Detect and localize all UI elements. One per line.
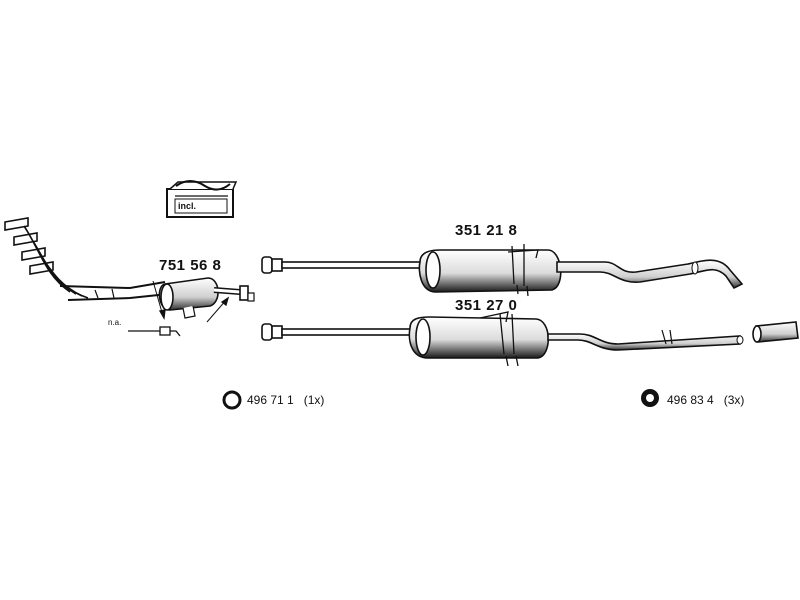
part-number-351270: 351 27 0: [455, 297, 518, 314]
exhaust-manifold: [4, 217, 169, 301]
part-number-351218: 351 21 8: [455, 222, 518, 239]
kit-label: incl.: [178, 201, 197, 211]
legend-qty: (1x): [303, 393, 325, 407]
legend-qty: (3x): [723, 393, 745, 407]
sensor-note: n.a.: [108, 318, 122, 327]
tailpipe-sleeve: [752, 321, 799, 343]
legend-item-rubber-mount: 496 83 4 (3x): [667, 393, 744, 407]
legend-number: 496 71 1: [247, 393, 294, 407]
legend-number: 496 83 4: [667, 393, 714, 407]
catalytic-converter: [158, 277, 255, 319]
kit-box-icon: [166, 180, 238, 218]
rubber-mount-icon: [641, 389, 659, 407]
front-muffler-assembly: [261, 244, 744, 297]
part-number-751568: 751 56 8: [159, 257, 222, 274]
rear-muffler-assembly: [261, 311, 744, 367]
lambda-sensor-icon: [128, 280, 230, 337]
ring-seal-icon: [222, 390, 242, 410]
legend-item-ring-seal: 496 71 1 (1x): [247, 393, 324, 407]
